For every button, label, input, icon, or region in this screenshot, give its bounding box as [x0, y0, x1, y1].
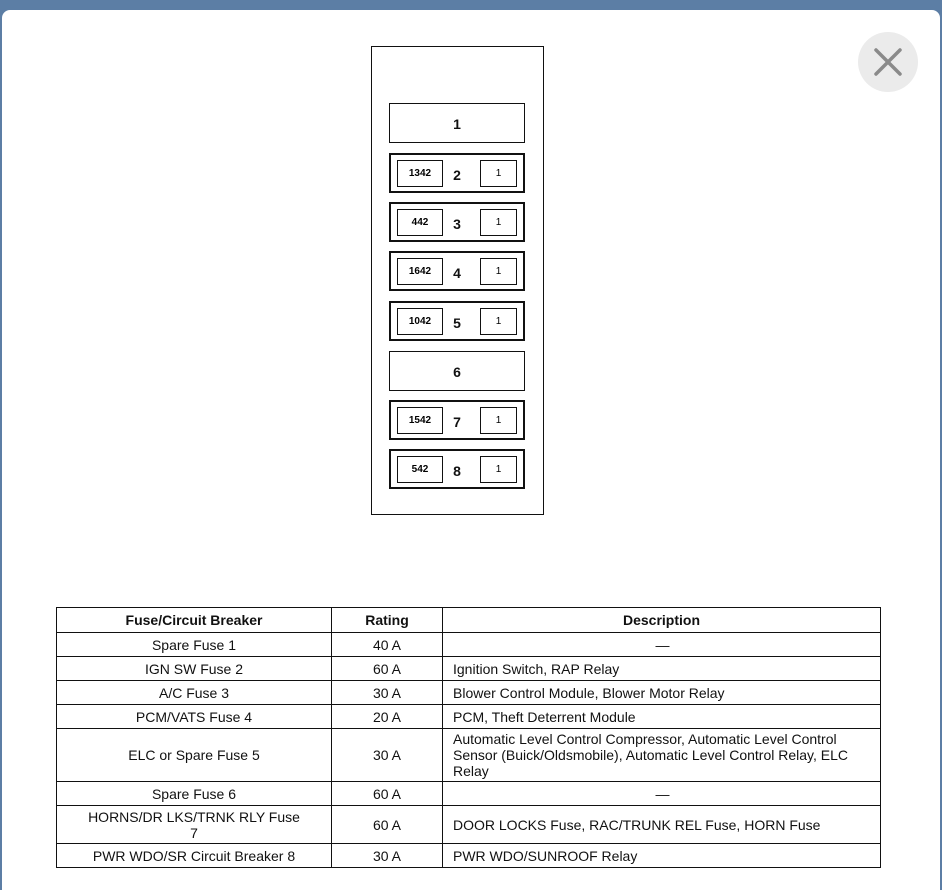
column-header-description: Description [442, 607, 881, 633]
table-row: ELC or Spare Fuse 5 30 A Automatic Level… [56, 728, 881, 782]
table-row: Spare Fuse 1 40 A — [56, 632, 881, 657]
slot-code: 542 [397, 456, 443, 483]
table-row: PCM/VATS Fuse 4 20 A PCM, Theft Deterren… [56, 704, 881, 729]
fuse-cell: HORNS/DR LKS/TRNK RLY Fuse 7 [56, 805, 332, 844]
table-row: HORNS/DR LKS/TRNK RLY Fuse 7 60 A DOOR L… [56, 805, 881, 844]
rating-cell: 60 A [331, 656, 443, 681]
fuse-slot-4: 1642 4 1 [389, 251, 525, 291]
description-cell: Ignition Switch, RAP Relay [442, 656, 881, 681]
slot-number: 7 [453, 414, 461, 430]
description-cell: — [442, 781, 881, 806]
slot-number: 5 [453, 315, 461, 331]
slot-code: 1 [480, 258, 517, 285]
slot-code: 1 [480, 407, 517, 434]
fuse-slot-2: 1342 2 1 [389, 153, 525, 193]
description-cell: PCM, Theft Deterrent Module [442, 704, 881, 729]
slot-number: 2 [453, 167, 461, 183]
rating-cell: 30 A [331, 843, 443, 868]
fuse-slot-6: 6 [389, 351, 525, 391]
column-header-fuse: Fuse/Circuit Breaker [56, 607, 332, 633]
slot-code: 1 [480, 308, 517, 335]
rating-cell: 30 A [331, 728, 443, 782]
slot-code: 1342 [397, 160, 443, 187]
fuse-slot-3: 442 3 1 [389, 202, 525, 242]
rating-cell: 60 A [331, 805, 443, 844]
column-header-rating: Rating [331, 607, 443, 633]
fuse-cell: Spare Fuse 1 [56, 632, 332, 657]
slot-code: 442 [397, 209, 443, 236]
fuse-cell: IGN SW Fuse 2 [56, 656, 332, 681]
fuse-block-diagram: 1 1342 2 1 442 3 1 1642 4 1 1042 5 1 6 1… [371, 46, 544, 515]
slot-number: 4 [453, 265, 461, 281]
fuse-cell: PWR WDO/SR Circuit Breaker 8 [56, 843, 332, 868]
slot-code: 1042 [397, 308, 443, 335]
rating-cell: 30 A [331, 680, 443, 705]
fuse-slot-1: 1 [389, 103, 525, 143]
fuse-cell: ELC or Spare Fuse 5 [56, 728, 332, 782]
fuse-cell: Spare Fuse 6 [56, 781, 332, 806]
fuse-cell: PCM/VATS Fuse 4 [56, 704, 332, 729]
slot-number: 8 [453, 463, 461, 479]
description-cell: Automatic Level Control Compressor, Auto… [442, 728, 881, 782]
description-cell: — [442, 632, 881, 657]
close-button[interactable] [858, 32, 918, 92]
slot-code: 1642 [397, 258, 443, 285]
close-icon [874, 48, 902, 76]
fuse-cell: A/C Fuse 3 [56, 680, 332, 705]
table-row: A/C Fuse 3 30 A Blower Control Module, B… [56, 680, 881, 705]
table-row: IGN SW Fuse 2 60 A Ignition Switch, RAP … [56, 656, 881, 681]
description-cell: DOOR LOCKS Fuse, RAC/TRUNK REL Fuse, HOR… [442, 805, 881, 844]
fuse-table: Fuse/Circuit Breaker Rating Description … [56, 607, 881, 868]
rating-cell: 40 A [331, 632, 443, 657]
description-cell: Blower Control Module, Blower Motor Rela… [442, 680, 881, 705]
slot-number: 6 [453, 364, 461, 380]
slot-code: 1 [480, 160, 517, 187]
table-row: Spare Fuse 6 60 A — [56, 781, 881, 806]
slot-number: 3 [453, 216, 461, 232]
rating-cell: 20 A [331, 704, 443, 729]
slot-code: 1 [480, 209, 517, 236]
description-cell: PWR WDO/SUNROOF Relay [442, 843, 881, 868]
table-row: PWR WDO/SR Circuit Breaker 8 30 A PWR WD… [56, 843, 881, 868]
fuse-slot-8: 542 8 1 [389, 449, 525, 489]
slot-code: 1542 [397, 407, 443, 434]
fuse-slot-7: 1542 7 1 [389, 400, 525, 440]
fuse-slot-5: 1042 5 1 [389, 301, 525, 341]
table-header-row: Fuse/Circuit Breaker Rating Description [56, 607, 881, 633]
slot-code: 1 [480, 456, 517, 483]
rating-cell: 60 A [331, 781, 443, 806]
slot-number: 1 [453, 116, 461, 132]
viewer-window: 1 1342 2 1 442 3 1 1642 4 1 1042 5 1 6 1… [2, 10, 940, 890]
